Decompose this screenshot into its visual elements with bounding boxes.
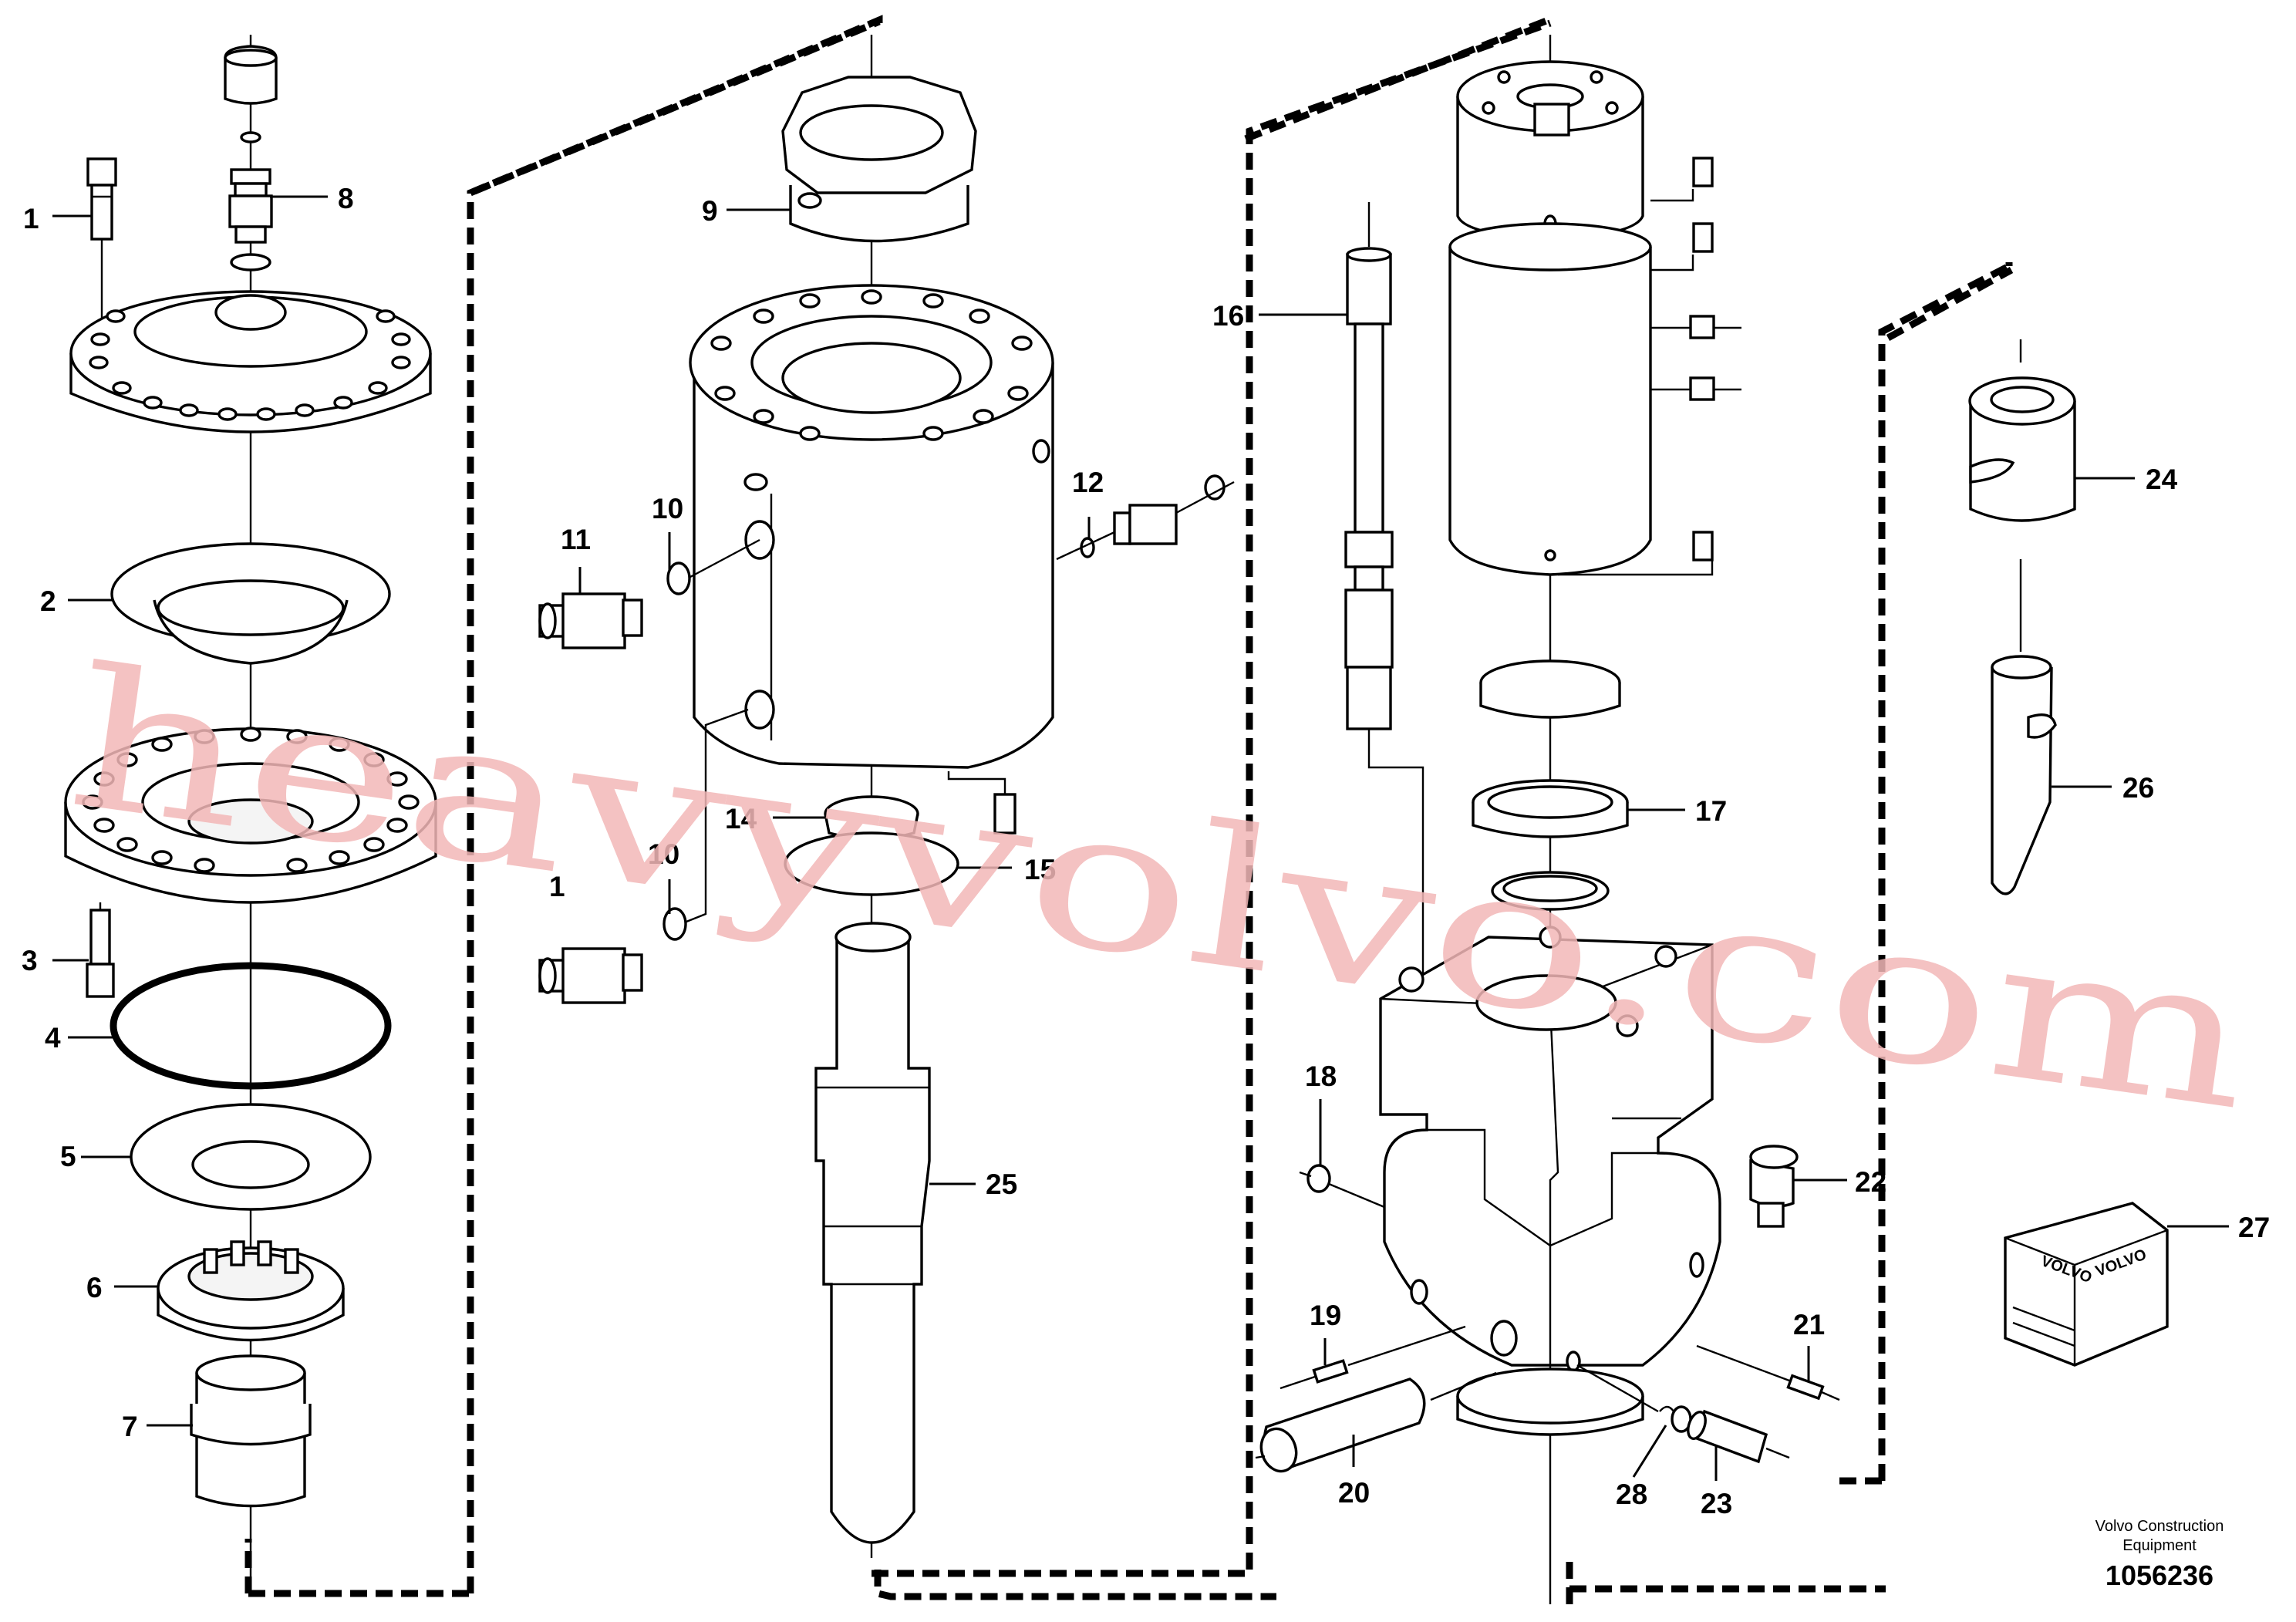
figure-number: 1056236 — [2106, 1560, 2213, 1591]
group-outline-right — [1566, 262, 2014, 1608]
part-2-dish — [110, 542, 391, 665]
part-18-plug — [1299, 1164, 1385, 1209]
callout-labels: 1 2 3 4 5 6 7 8 9 10 11 12 14 15 16 17 1… — [22, 183, 2270, 1519]
part-26-chisel — [1991, 655, 2057, 895]
callout-14: 14 — [725, 803, 757, 835]
part-3-bolt — [86, 902, 115, 998]
part-12-plug — [1056, 474, 1235, 561]
main-housing — [689, 284, 1054, 835]
callout-20: 20 — [1338, 1477, 1370, 1509]
callout-28: 28 — [1616, 1479, 1647, 1510]
part-15-disc — [784, 831, 959, 896]
part-4-o-ring — [110, 962, 392, 1090]
part-7-sleeve — [190, 1354, 312, 1508]
group-outline-far-right — [1839, 262, 2013, 1485]
callout-22: 22 — [1855, 1166, 1886, 1198]
part-21-pin — [1696, 1344, 1840, 1401]
part-16-rod — [1344, 202, 1424, 976]
callout-11: 11 — [561, 524, 591, 555]
flange-top — [69, 290, 432, 433]
part-11-fitting-upper — [538, 538, 760, 649]
callout-24: 24 — [2146, 464, 2178, 495]
group-outline-center — [872, 15, 1552, 1600]
right-stack — [1255, 35, 1847, 1604]
part-19-pin — [1279, 1325, 1466, 1390]
part-20-roller — [1255, 1371, 1497, 1473]
callout-18: 18 — [1305, 1061, 1337, 1092]
watermark: heavyvolvo.com — [57, 625, 2265, 1153]
part-25-piston — [814, 922, 931, 1544]
part-23-plug — [1687, 1409, 1790, 1464]
part-27-kit-box: VOLVO VOLVO — [2004, 1202, 2169, 1367]
lower-cylinder — [1448, 222, 1652, 576]
far-right-leaders — [2052, 477, 2229, 1228]
footer: Volvo Construction Equipment 1056236 — [2095, 1518, 2224, 1591]
part-22-cap — [1749, 1145, 1799, 1228]
watermark-text: heavyvolvo.com — [57, 625, 2265, 1153]
callout-9: 9 — [702, 195, 718, 227]
part-17-rings — [1472, 659, 1629, 911]
springs — [1558, 157, 1741, 576]
company-line-2: Equipment — [2122, 1537, 2197, 1554]
left-leaders — [52, 195, 328, 1427]
part-9-nut — [781, 76, 977, 243]
group-outline-left — [244, 15, 883, 1597]
part-6-bearing — [157, 1240, 345, 1342]
callout-10: 10 — [652, 493, 683, 524]
callout-15: 15 — [1024, 854, 1056, 885]
callout-27: 27 — [2238, 1212, 2270, 1243]
upper-cylinder — [1456, 60, 1644, 241]
valve-block — [1379, 926, 1721, 1436]
part-8-valve — [228, 168, 273, 271]
callout-6: 6 — [86, 1272, 103, 1303]
right-leaders — [1259, 313, 1847, 1481]
callout-7: 7 — [122, 1411, 138, 1442]
callout-1: 1 — [23, 203, 39, 234]
callout-17: 17 — [1695, 795, 1727, 827]
callout-23: 23 — [1701, 1488, 1732, 1519]
center-stack — [538, 35, 1235, 1558]
callout-16: 16 — [1212, 300, 1244, 332]
callout-5: 5 — [60, 1141, 76, 1172]
flange-lower — [64, 727, 437, 904]
company-line-1: Volvo Construction — [2095, 1518, 2224, 1535]
callout-1-lower: 1 — [549, 871, 565, 902]
callout-10-lower: 10 — [648, 838, 679, 870]
callout-2: 2 — [40, 585, 56, 617]
center-leaders — [578, 208, 1091, 1185]
callout-26: 26 — [2122, 772, 2154, 804]
part-14-seal — [824, 795, 919, 841]
part-24-sleeve — [1968, 376, 2076, 522]
part-1-bolt — [86, 157, 117, 347]
callout-19: 19 — [1310, 1300, 1341, 1331]
part-11-fitting-lower — [538, 708, 749, 1004]
callout-21: 21 — [1793, 1309, 1825, 1340]
left-stack — [52, 35, 437, 1577]
part-5-washer — [130, 1103, 372, 1211]
callout-4: 4 — [45, 1022, 61, 1054]
far-right-parts: VOLVO VOLVO — [1968, 339, 2229, 1367]
callout-25: 25 — [986, 1168, 1017, 1200]
part-cap-top — [224, 45, 278, 143]
callout-8: 8 — [338, 183, 354, 214]
callout-12: 12 — [1072, 467, 1104, 498]
callout-3: 3 — [22, 945, 38, 976]
